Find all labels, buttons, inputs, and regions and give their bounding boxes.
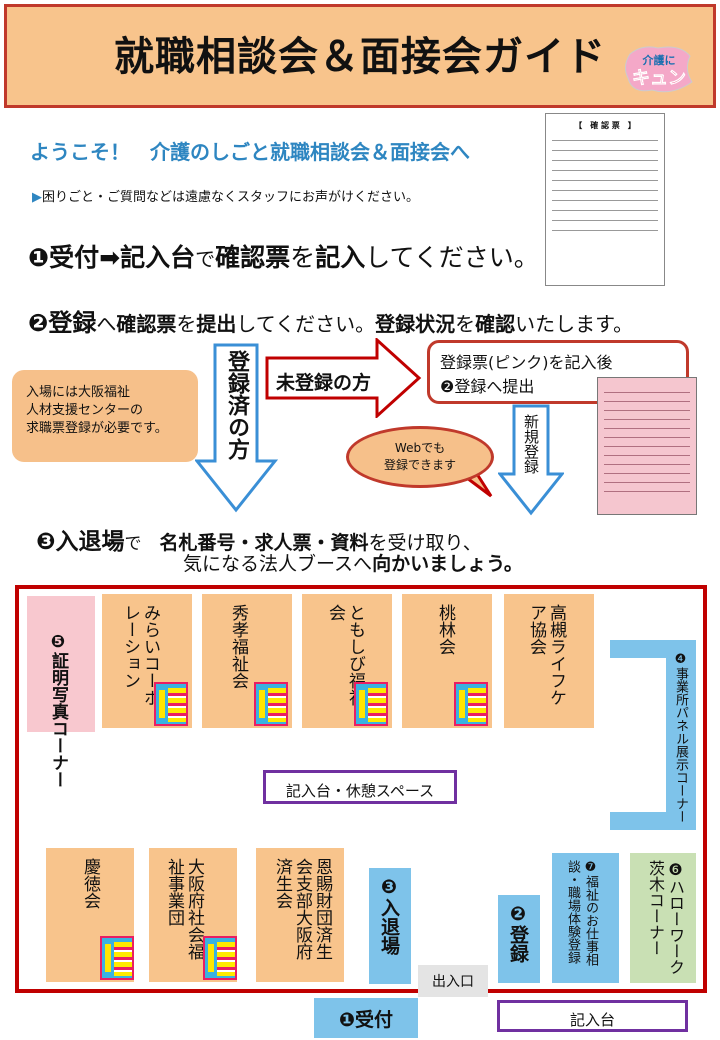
step2-d: を: [176, 312, 197, 336]
step2-j: いたします。: [515, 312, 634, 336]
step3-line-1: ❸入退場で名札番号・求人票・資料を受け取り、: [36, 522, 482, 556]
booth-tomoshibi-label: ともしび福祉会: [325, 604, 365, 706]
step2-c: 確認票: [116, 312, 177, 336]
new-registration-label: 新規登録: [522, 414, 540, 474]
step3-f: 向かいましょう。: [372, 553, 523, 575]
step1-g: してください。: [365, 243, 539, 272]
booth-osaka-jigyodan-label: 大阪府社会福祉事業団: [164, 858, 204, 960]
reg-line-1: 登録票(ピンク)を記入後: [440, 353, 613, 372]
badge-icon: [154, 682, 188, 726]
hellowork-corner: [630, 853, 696, 983]
booth-takatsuki: [504, 594, 594, 728]
svg-text:介護に: 介護に: [642, 53, 676, 67]
web-line-1: Webでも: [394, 441, 446, 455]
photo-corner-label: ❺証明写真コーナー: [48, 632, 68, 788]
booth-saiseikai-label: 恩賜財団済生会支部大阪府済生会: [272, 858, 332, 960]
step2-f: してください。: [236, 312, 376, 336]
step3-c: 名札番号・求人票・資料: [159, 532, 369, 554]
step2-h: を: [455, 312, 476, 336]
booth-shuko-label: 秀孝福祉会: [228, 604, 248, 689]
unregistered-arrow: [265, 338, 422, 418]
step1-d: 確認票: [215, 243, 291, 272]
badge-icon: [100, 936, 134, 980]
web-registration-bubble: Webでも 登録できます: [346, 426, 494, 488]
step2-text: ❷登録へ確認票を提出してください。登録状況を確認いたします。: [28, 303, 633, 338]
step3-b: で: [124, 534, 142, 554]
panel-corner-bottom: [610, 812, 696, 830]
rest-space: 記入台・休憩スペース: [263, 770, 457, 804]
badge-icon: [254, 682, 288, 726]
step3-d: を受け取り、: [368, 532, 482, 554]
register-stand: [498, 895, 540, 983]
step2-e: 提出: [196, 312, 237, 336]
step3-line-2: 気になる法人ブースへ向かいましょう。: [183, 549, 523, 576]
entry-exit-stand-label: ❸入退場: [378, 876, 400, 955]
note-line-3: 求職票登録が必要です。: [26, 421, 168, 436]
panel-corner: [666, 640, 696, 830]
booth-torinkai-label: 桃林会: [435, 604, 455, 655]
step1-b: 記入台: [120, 243, 196, 272]
step2-number: ❷: [28, 309, 49, 337]
entrance: 出入口: [418, 965, 488, 997]
step3-number: ❸: [36, 529, 56, 555]
note-text: 困りごと・ご質問などは遠慮なくスタッフにお声がけください。: [42, 190, 420, 205]
entry-requirement-note: 入場には大阪福祉 人材支援センターの 求職票登録が必要です。: [12, 370, 198, 462]
writing-desk: 記入台: [497, 1000, 688, 1032]
booth-keitokukai-label: 慶徳会: [80, 858, 100, 909]
note: ▶困りごと・ご質問などは遠慮なくスタッフにお声がけください。: [32, 186, 419, 205]
floor-map: [15, 585, 707, 993]
step1-c: で: [195, 247, 216, 271]
logo: 介護に キュン: [624, 46, 693, 93]
step3-e: 気になる法人ブースへ: [183, 553, 373, 575]
registered-arrow: [195, 343, 279, 513]
new-registration-arrow: [498, 404, 564, 516]
badge-icon: [203, 936, 237, 980]
registered-label: 登録済の方: [224, 350, 249, 460]
registration-form-image: [597, 377, 697, 515]
booth-takatsuki-label: 高槻ライフケア協会: [526, 604, 566, 706]
badge-icon: [454, 682, 488, 726]
note-line-1: 入場には大阪福祉: [26, 385, 131, 400]
hellowork-corner-label: ❻ハローワーク茨木コーナー: [646, 860, 685, 975]
svg-text:キュン: キュン: [632, 68, 686, 89]
step1-number: ❶: [28, 243, 50, 272]
entry-exit-stand: [369, 868, 411, 984]
step3-a: 入退場: [55, 529, 125, 555]
panel-corner-label: ❹事業所パネル展示コーナー: [673, 652, 688, 823]
form-title: 【 確 認 票 】: [574, 121, 636, 130]
consult-corner: [552, 853, 619, 983]
step1-text: ❶受付➡記入台で確認票を記入してください。: [28, 238, 539, 274]
title-banner: [4, 4, 716, 108]
consult-corner-label: ❼福祉のお仕事相談・職場体験登録: [565, 860, 598, 966]
step1-f: 記入: [315, 243, 366, 272]
step2-i: 確認: [475, 312, 516, 336]
booth-mirai-label: みらいコーポレーション: [120, 604, 160, 706]
step2-b: へ: [96, 312, 117, 336]
step2-a: 登録: [48, 309, 97, 337]
confirmation-form-image: 【 確 認 票 】: [545, 113, 665, 286]
step2-g: 登録状況: [375, 312, 456, 336]
step1-a: 受付: [49, 243, 100, 272]
reception-stand: ❶受付: [314, 998, 418, 1038]
unregistered-label: 未登録の方: [276, 372, 372, 394]
step1-e: を: [290, 243, 316, 272]
welcome-text: ようこそ！ 介護のしごと就職相談会＆面接会へ: [30, 140, 470, 164]
note-line-2: 人材支援センターの: [26, 403, 144, 418]
booth-saiseikai: [256, 848, 344, 982]
register-stand-label: ❷登録: [507, 903, 529, 963]
badge-icon: [354, 682, 388, 726]
web-line-2: 登録できます: [383, 458, 456, 472]
arrow-right-icon: ➡: [99, 243, 121, 272]
page-title: 就職相談会＆面接会ガイド: [114, 34, 606, 80]
triangle-icon: ▶: [32, 190, 42, 205]
photo-corner: [27, 596, 95, 732]
reg-line-2: ❷登録へ提出: [440, 377, 535, 396]
